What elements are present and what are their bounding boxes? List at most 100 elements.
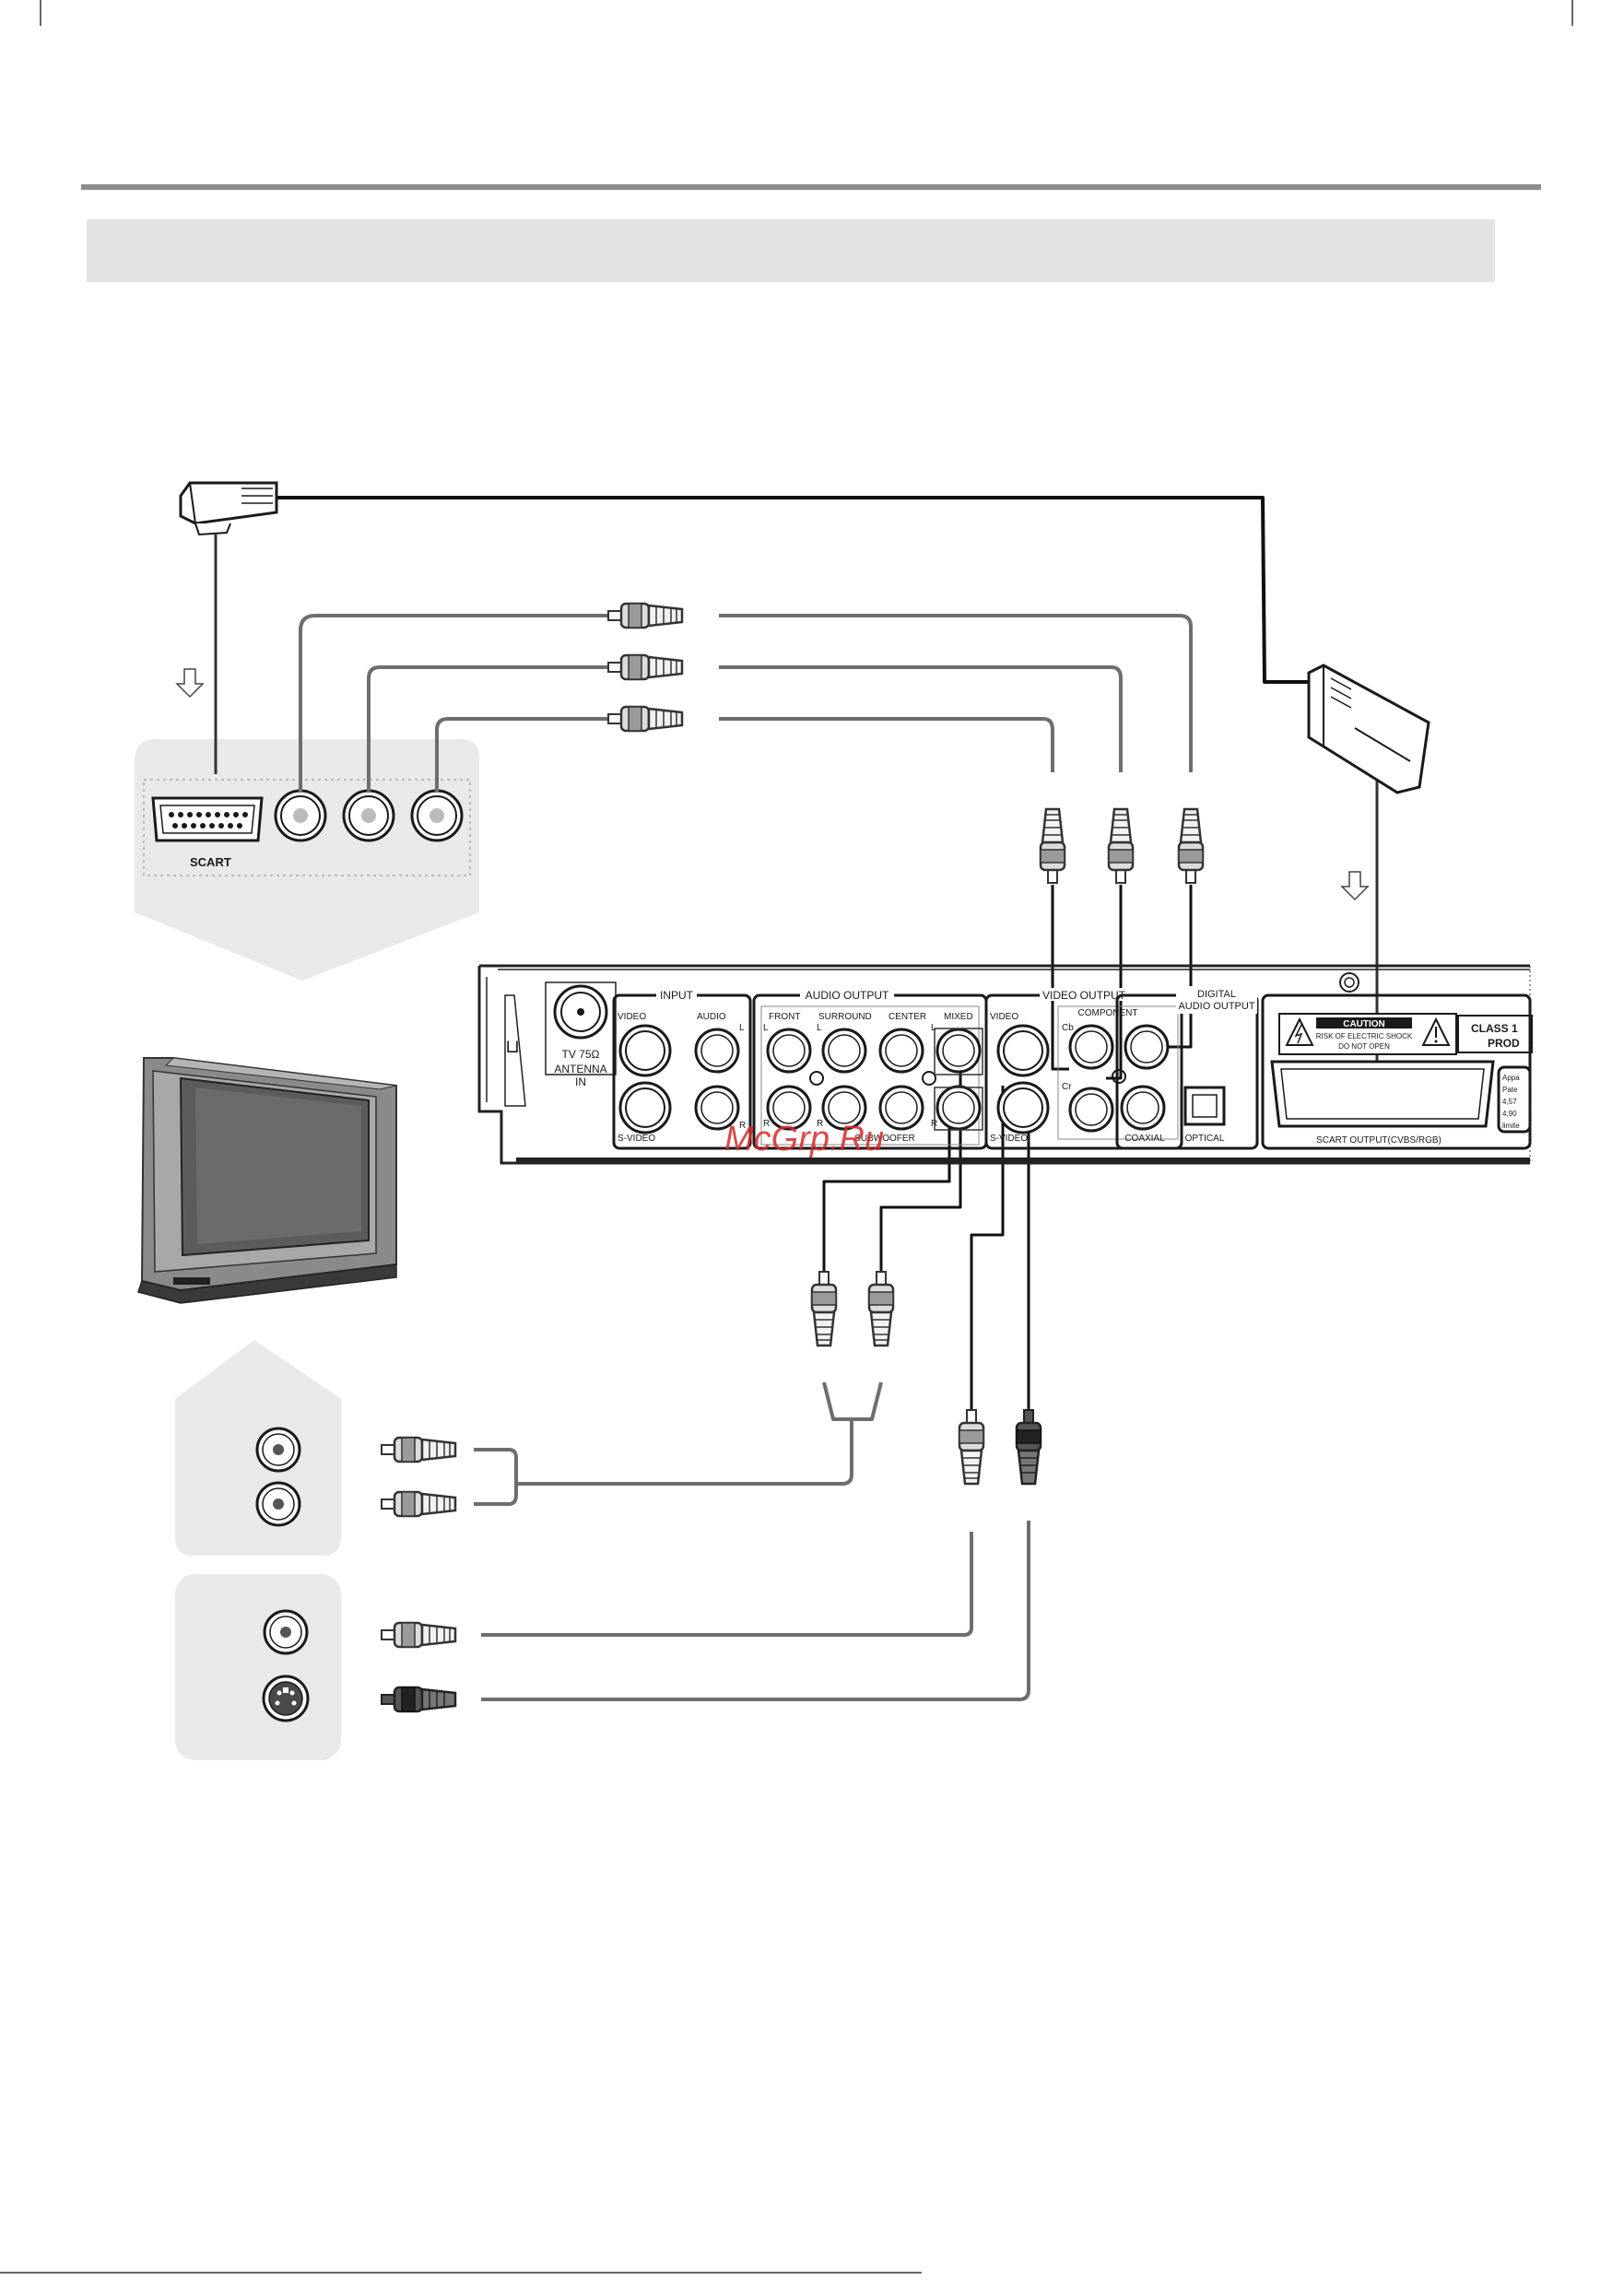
coaxial-label: COAXIAL	[1124, 1134, 1165, 1144]
subwoofer-jack[interactable]	[878, 1085, 924, 1131]
television-illustration	[137, 1057, 397, 1304]
component-cr-jack[interactable]	[1068, 1087, 1114, 1133]
input-video-label: VIDEO	[618, 1012, 646, 1022]
tv-component-jack-3[interactable]	[410, 789, 464, 842]
vo-video-label: VIDEO	[990, 1012, 1018, 1022]
scart-output-socket[interactable]	[1270, 1060, 1495, 1128]
laser-class: CLASS 1	[1471, 1022, 1518, 1035]
rca-plug	[380, 1490, 457, 1518]
mixed-r-jack[interactable]	[936, 1085, 982, 1131]
antenna-label-in: IN	[575, 1075, 586, 1088]
patent-line-3: 4,57	[1502, 1098, 1517, 1106]
component-cable-2	[367, 665, 1123, 793]
down-arrow-icon	[175, 668, 205, 699]
tv-rear-panel: SCART	[135, 739, 479, 981]
front-r-label: R	[763, 1119, 770, 1129]
rca-plug	[1177, 807, 1205, 885]
tv-component-jack-2[interactable]	[342, 789, 395, 842]
header-band	[87, 219, 1495, 282]
patent-line-5: limite	[1502, 1122, 1520, 1130]
input-video-jack[interactable]	[618, 1024, 672, 1077]
scart-plug-left	[179, 481, 278, 536]
vo-svideo-jack[interactable]	[996, 1081, 1050, 1134]
center-jack[interactable]	[878, 1028, 924, 1074]
front-label: FRONT	[769, 1012, 800, 1022]
rca-plug	[606, 602, 684, 629]
mixed-label: MIXED	[944, 1012, 973, 1022]
mixed-l-label: L	[931, 1023, 936, 1033]
subwoofer-label: SUBWOOFER	[854, 1134, 915, 1144]
audio-cable-joined	[529, 1381, 883, 1486]
rca-plug	[1039, 807, 1066, 885]
header-rule	[81, 184, 1541, 190]
surround-label: SURROUND	[818, 1012, 872, 1022]
component-cable-3	[435, 717, 1054, 793]
optical-jack[interactable]	[1183, 1086, 1226, 1126]
component-cable-1	[299, 614, 1193, 793]
vo-video-jack[interactable]	[996, 1024, 1050, 1077]
scart-plug-right	[1307, 664, 1430, 794]
caution-title: CAUTION	[1343, 1019, 1385, 1029]
component-cb-jack[interactable]	[1068, 1024, 1114, 1070]
video-cable	[481, 1532, 973, 1637]
audio-cable-to-r	[474, 1482, 529, 1506]
tv-audio-jack-r[interactable]	[255, 1481, 301, 1527]
front-l-label: L	[763, 1023, 769, 1033]
digital-title-2: AUDIO OUTPUT	[1178, 1001, 1254, 1012]
tv-video-jack[interactable]	[263, 1609, 309, 1655]
svideo-plug	[380, 1686, 457, 1713]
front-l-jack[interactable]	[766, 1028, 812, 1074]
rca-plug	[958, 1408, 985, 1486]
antenna-value: TV 75Ω	[562, 1048, 600, 1061]
scart-cable	[277, 496, 1309, 684]
optical-label: OPTICAL	[1185, 1134, 1225, 1144]
rca-plug	[1107, 807, 1135, 885]
surround-r-label: R	[817, 1119, 823, 1129]
surround-l-jack[interactable]	[821, 1028, 867, 1074]
cables	[214, 496, 1379, 1701]
rca-plug	[810, 1270, 838, 1347]
svideo-cable	[481, 1521, 1030, 1701]
panel-screw	[1339, 972, 1359, 993]
input-svideo-jack[interactable]	[618, 1081, 672, 1134]
dvd-rear-panel: ⊔ TV 75Ω ANTENNA IN INPUT VIDEO AUDIO L …	[477, 964, 1533, 1165]
tv-audio-panel	[175, 1340, 341, 1556]
tv-svideo-jack[interactable]	[262, 1675, 310, 1722]
rca-plug	[606, 653, 684, 681]
digital-title: DIGITAL	[1197, 989, 1236, 1000]
component-pr-jack[interactable]	[1124, 1024, 1170, 1070]
tv-audio-jack-l[interactable]	[255, 1427, 301, 1473]
rca-plug	[606, 705, 684, 733]
mixed-l-jack[interactable]	[936, 1028, 982, 1074]
warning-icon	[1421, 1017, 1451, 1046]
surround-l-label: L	[817, 1023, 822, 1033]
tv-video-panel	[175, 1574, 341, 1760]
tv-component-jack-1[interactable]	[274, 789, 327, 842]
input-audio-label: AUDIO	[697, 1012, 726, 1022]
panel-logo-icon: ⊔	[505, 1037, 520, 1057]
warning-icon	[1285, 1017, 1314, 1046]
input-title: INPUT	[660, 989, 694, 1002]
scart-output-label: SCART OUTPUT(CVBS/RGB)	[1316, 1135, 1442, 1146]
rca-plug	[380, 1436, 457, 1463]
laser-class-2: PROD	[1488, 1037, 1520, 1050]
caution-line-1: RISK OF ELECTRIC SHOCK	[1316, 1032, 1413, 1040]
antenna-in-connector[interactable]	[553, 984, 608, 1040]
svideo-plug	[1015, 1408, 1042, 1486]
input-r-label: R	[739, 1121, 746, 1131]
rca-plug	[380, 1621, 457, 1649]
tv-scart-socket[interactable]	[151, 796, 264, 842]
input-audio-l-jack[interactable]	[694, 1028, 740, 1074]
cb-label: Cb	[1062, 1023, 1074, 1033]
caution-line-2: DO NOT OPEN	[1338, 1042, 1390, 1051]
tv-scart-label: SCART	[190, 855, 231, 869]
down-arrow-icon	[1340, 871, 1370, 901]
vo-svideo-label: S-VIDEO	[990, 1134, 1028, 1144]
video-output-title: VIDEO OUTPUT	[1042, 989, 1126, 1002]
center-label: CENTER	[888, 1012, 926, 1022]
watermark: McGrp.Ru	[724, 1120, 884, 1158]
audio-cable-to-l	[474, 1448, 518, 1484]
input-l-label: L	[739, 1023, 745, 1033]
coaxial-jack[interactable]	[1120, 1085, 1166, 1131]
